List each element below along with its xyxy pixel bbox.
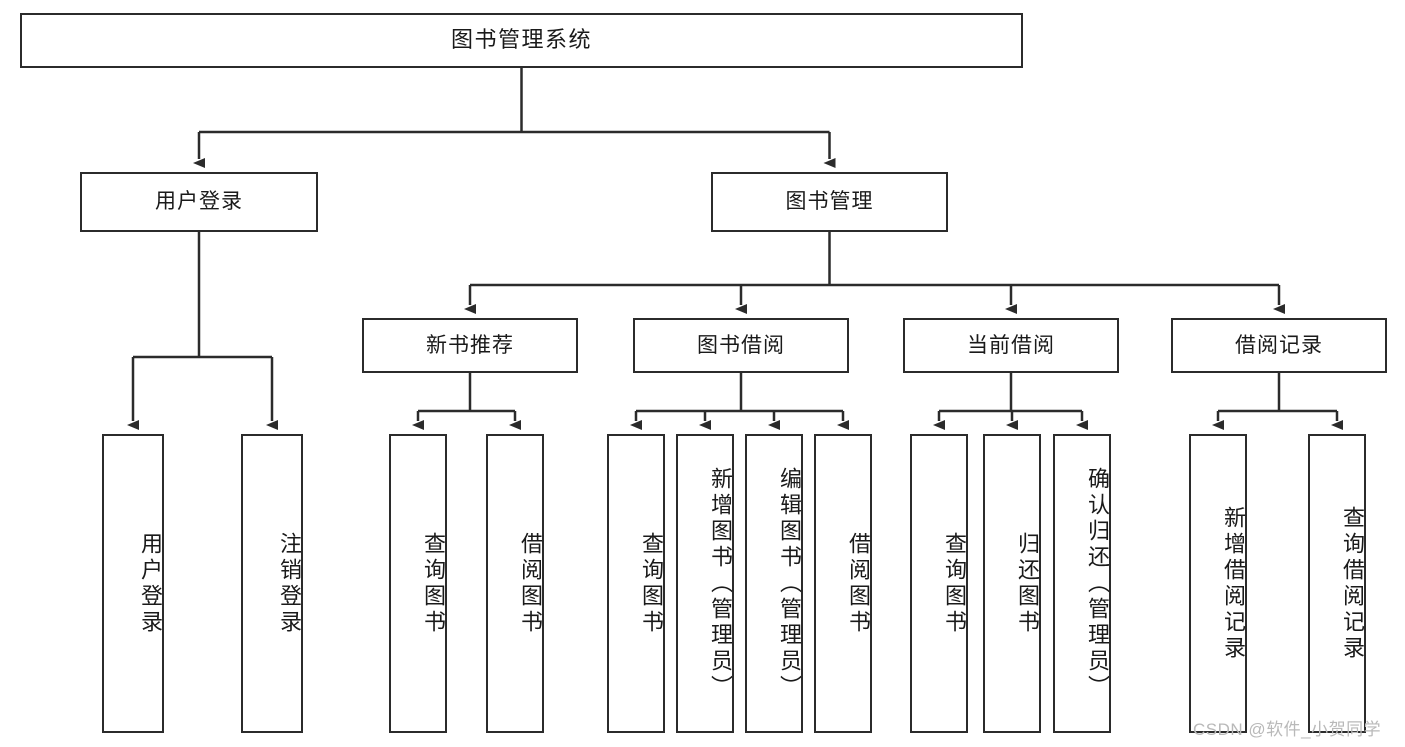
node-bookmgr: 图书管理 [711, 172, 948, 232]
node-l-query3: 查询图书 [910, 434, 968, 733]
node-l-borrow1: 借阅图书 [486, 434, 544, 733]
node-l-query1: 查询图书 [389, 434, 447, 733]
node-l-edit: 编辑图书（管理员） [745, 434, 803, 733]
node-records: 借阅记录 [1171, 318, 1387, 373]
node-l-login: 用户登录 [102, 434, 164, 733]
node-borrow: 图书借阅 [633, 318, 849, 373]
csdn-watermark: CSDN @软件_小贺同学 [1193, 720, 1382, 739]
connector-bar [636, 373, 843, 413]
connector-bar [470, 232, 1279, 287]
node-current: 当前借阅 [903, 318, 1119, 373]
node-l-borrow2: 借阅图书 [814, 434, 872, 733]
connector-bar [1218, 373, 1337, 413]
node-l-logout: 注销登录 [241, 434, 303, 733]
connector-bar [939, 373, 1082, 413]
connector-bar [418, 373, 515, 413]
node-l-return: 归还图书 [983, 434, 1041, 733]
connector-bar [199, 68, 830, 134]
node-root: 图书管理系统 [20, 13, 1023, 68]
node-l-add: 新增图书（管理员） [676, 434, 734, 733]
node-l-query2: 查询图书 [607, 434, 665, 733]
node-newbook: 新书推荐 [362, 318, 578, 373]
node-l-confirm: 确认归还（管理员） [1053, 434, 1111, 733]
node-login: 用户登录 [80, 172, 318, 232]
node-l-queryrec: 查询借阅记录 [1308, 434, 1366, 733]
connector-bar [133, 232, 272, 359]
node-l-addrec: 新增借阅记录 [1189, 434, 1247, 733]
